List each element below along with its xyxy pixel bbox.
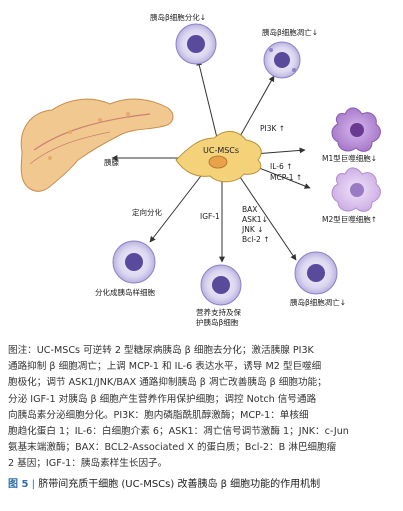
- label-m1: M1型巨噬细胞↓: [322, 154, 378, 163]
- label-il6: IL-6 ↑: [270, 162, 293, 171]
- note-line: 通路抑制 β 细胞凋亡；上调 MCP-1 和 IL-6 表达水平，诱导 M2 型…: [8, 361, 322, 373]
- beta-cell-bottom-middle: [200, 264, 242, 306]
- m2-macrophage: [331, 167, 381, 212]
- note-line: 胞极化；调节 ASK1/JNK/BAX 通路抑制胰岛 β 凋亡改善胰岛 β 细胞…: [8, 377, 327, 389]
- label-ask1: ASK1↓: [242, 215, 268, 224]
- beta-cell-top: [175, 23, 217, 65]
- beta-cell-bottom-left: [112, 240, 156, 284]
- label-left-bottom: 分化成胰岛样细胞: [95, 288, 155, 297]
- label-top: 胰岛β细胞分化↓: [150, 13, 207, 22]
- m1-macrophage: [331, 107, 381, 152]
- label-mcp1: MCP-1 ↑: [270, 173, 303, 182]
- arrows: [111, 59, 311, 263]
- note-line: 胞趋化蛋白 1；IL-6：白细胞介素 6；ASK1：凋亡信号调节激酶 1；JNK…: [8, 426, 349, 438]
- label-bax: BAX: [242, 205, 258, 214]
- label-top-right: 胰岛β细胞凋亡↓: [262, 28, 319, 37]
- caption-label: 图 5: [8, 479, 29, 490]
- note-line: 氨基末端激酶；BAX：BCL2-Associated X 的蛋白质；Bcl-2：…: [8, 442, 337, 454]
- note-line: 向胰岛素分泌细胞分化。PI3K：胞内磷脂酰肌醇激酶；MCP-1：单核细: [8, 409, 309, 421]
- pancreas-illustration: [20, 98, 174, 192]
- mechanism-figure: [20, 23, 381, 306]
- label-directed: 定向分化: [132, 208, 162, 217]
- label-igf1: IGF-1: [200, 212, 220, 221]
- label-pi3k: PI3K ↑: [260, 124, 286, 133]
- caption-separator: |: [31, 479, 39, 490]
- caption-title: 脐带间充质干细胞 (UC-MSCs) 改善胰岛 β 细胞功能的作用机制: [38, 479, 321, 490]
- beta-cell-bottom-right: [294, 251, 338, 295]
- label-mid-bottom-1: 营养支持及保: [196, 308, 241, 317]
- label-m2: M2型巨噬细胞↑: [322, 215, 378, 224]
- beta-cell-top-right: [263, 41, 301, 79]
- label-uc-mscs: UC-MSCs: [203, 146, 240, 155]
- note-line: 图注：UC-MSCs 可逆转 2 型糖尿病胰岛 β 细胞去分化；激活胰腺 PI3…: [8, 345, 314, 356]
- label-mid-bottom-2: 护胰岛β细胞: [196, 318, 239, 327]
- note-line: 2 基因；IGF-1：胰岛素样生长因子。: [8, 458, 168, 470]
- label-right-bottom: 胰岛β细胞凋亡↓: [290, 298, 347, 307]
- note-line: 分泌 IGF-1 对胰岛 β 细胞产生营养作用保护细胞；调控 Notch 信号通…: [8, 393, 317, 405]
- figure-note: 图注：UC-MSCs 可逆转 2 型糖尿病胰岛 β 细胞去分化；激活胰腺 PI3…: [8, 343, 396, 473]
- label-jnk: JNK ↓: [242, 225, 264, 234]
- figure-caption: 图 5 | 脐带间充质干细胞 (UC-MSCs) 改善胰岛 β 细胞功能的作用机…: [8, 478, 398, 492]
- label-pancreas: 胰腺: [104, 158, 119, 167]
- label-bcl2: Bcl-2 ↑: [242, 235, 270, 244]
- uc-msc-cell: [175, 131, 262, 183]
